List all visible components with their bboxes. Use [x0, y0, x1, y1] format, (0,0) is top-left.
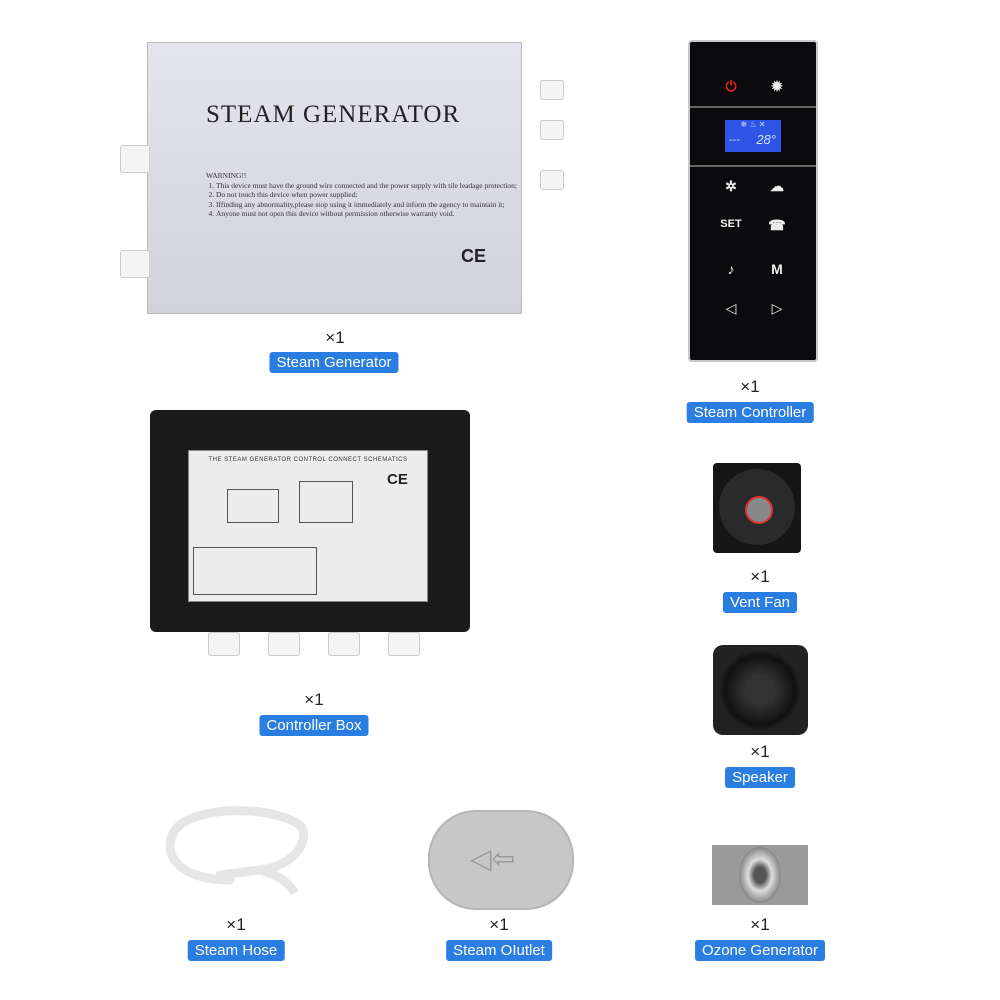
lcd-display: ❄ ♨ ✕ --- 28° — [725, 120, 781, 152]
steam-outlet-image: ◁⇦ — [428, 810, 574, 910]
label-steam-hose: Steam Hose — [187, 940, 285, 961]
quantity: ×1 — [750, 742, 770, 761]
lcd-dashes: --- — [729, 134, 740, 146]
label-steam-controller: Steam Controller — [686, 402, 814, 423]
fan-icon: ✲ — [725, 178, 737, 194]
quantity: ×1 — [304, 690, 324, 709]
right-arrow-icon: ▷ — [771, 300, 783, 316]
quantity: ×1 — [750, 567, 770, 586]
power-icon: ⏻ — [725, 78, 737, 94]
quantity: ×1 — [489, 915, 509, 934]
quantity: ×1 — [740, 377, 760, 396]
generator-connector — [120, 250, 150, 278]
box-connector — [268, 632, 300, 656]
warning-item: Do not touch this device when power supp… — [216, 190, 517, 200]
quantity: ×1 — [750, 915, 770, 934]
generator-title: STEAM GENERATOR — [206, 101, 461, 128]
music-bluetooth-icon: ♪ — [727, 261, 735, 277]
phone-icon: ☎ — [768, 217, 786, 233]
box-connector — [388, 632, 420, 656]
left-arrow-icon: ◁ — [725, 300, 737, 316]
box-connector — [328, 632, 360, 656]
mode-button: M — [771, 261, 783, 277]
connection-schematic: THE STEAM GENERATOR CONTROL CONNECT SCHE… — [188, 450, 428, 602]
outlet-arrow-icon: ◁⇦ — [470, 843, 515, 874]
ce-mark: CE — [387, 471, 408, 488]
quantity: ×1 — [325, 328, 345, 347]
generator-connector — [120, 145, 150, 173]
label-vent-fan: Vent Fan — [722, 592, 798, 613]
weather-icon: ☁ — [770, 178, 784, 194]
controller-box-image: THE STEAM GENERATOR CONTROL CONNECT SCHE… — [150, 410, 470, 632]
lcd-temperature: 28° — [756, 132, 776, 147]
speaker-image — [713, 645, 808, 735]
label-steam-outlet: Steam OIutlet — [446, 940, 552, 961]
generator-connector — [540, 170, 564, 190]
generator-warning: WARNING!! This device must have the grou… — [206, 171, 517, 219]
steam-generator-image: STEAM GENERATOR WARNING!! This device mu… — [147, 42, 522, 314]
warning-item: This device must have the ground wire co… — [216, 181, 517, 191]
light-icon: ✹ — [771, 78, 783, 94]
ce-mark: CE — [461, 246, 487, 266]
schematic-title: THE STEAM GENERATOR CONTROL CONNECT SCHE… — [208, 457, 408, 463]
vent-fan-image — [713, 463, 801, 553]
label-speaker: Speaker — [725, 767, 795, 788]
label-ozone-generator: Ozone Generator — [695, 940, 825, 961]
warning-item: Anyone must not open this device without… — [216, 209, 517, 219]
label-controller-box: Controller Box — [259, 715, 369, 736]
warning-item: Iffinding any abnormality,please stop us… — [216, 200, 517, 210]
quantity: ×1 — [226, 915, 246, 934]
steam-controller-image: ⏻ ✹ ❄ ♨ ✕ --- 28° ✲ ☁ SET ☎ ♪ M ◁ ▷ — [688, 40, 818, 362]
steam-hose-image — [165, 806, 309, 896]
generator-connector — [540, 120, 564, 140]
box-connector — [208, 632, 240, 656]
set-button: SET — [720, 218, 742, 230]
generator-connector — [540, 80, 564, 100]
warning-heading: WARNING!! — [206, 171, 247, 180]
ozone-generator-image — [712, 845, 808, 905]
label-steam-generator: Steam Generator — [269, 352, 399, 373]
